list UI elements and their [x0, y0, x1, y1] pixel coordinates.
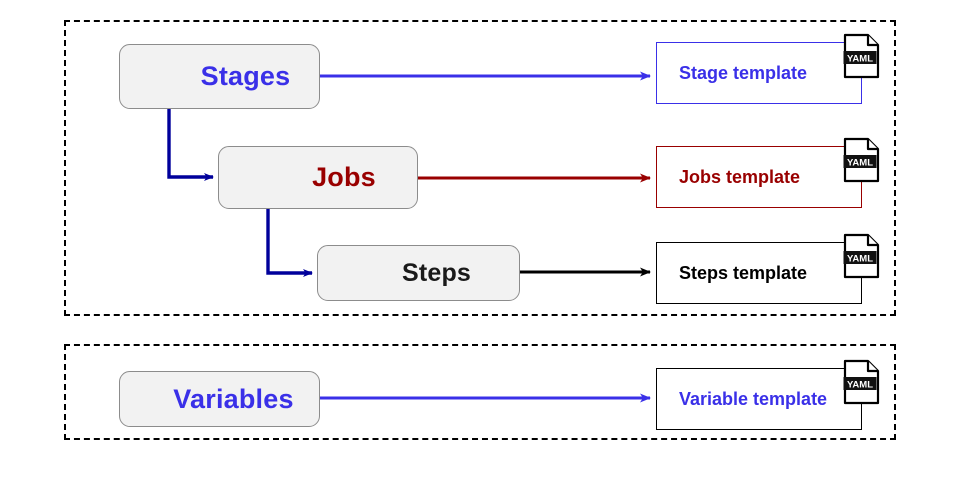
node-stages-label: Stages: [200, 61, 291, 91]
template-jobs[interactable]: Jobs template YAML: [656, 137, 880, 208]
node-variables[interactable]: Variables: [119, 371, 320, 427]
template-variable-label: Variable template: [679, 388, 828, 409]
node-variables-label: Variables: [173, 383, 294, 414]
template-variable[interactable]: Variable template YAML: [656, 359, 880, 430]
node-stages[interactable]: Stages: [119, 44, 320, 109]
pipeline-group-container: [64, 20, 896, 316]
node-steps-label: Steps: [401, 258, 472, 287]
template-steps[interactable]: Steps template YAML: [656, 233, 880, 304]
template-steps-label: Steps template: [679, 262, 808, 283]
node-jobs-label: Jobs: [312, 162, 376, 192]
template-stage[interactable]: Stage template YAML: [656, 33, 880, 104]
template-stage-label: Stage template: [679, 62, 808, 83]
node-steps[interactable]: Steps: [317, 245, 520, 301]
variables-group-container: [64, 344, 896, 440]
node-jobs[interactable]: Jobs: [218, 146, 418, 209]
template-jobs-label: Jobs template: [679, 166, 801, 187]
